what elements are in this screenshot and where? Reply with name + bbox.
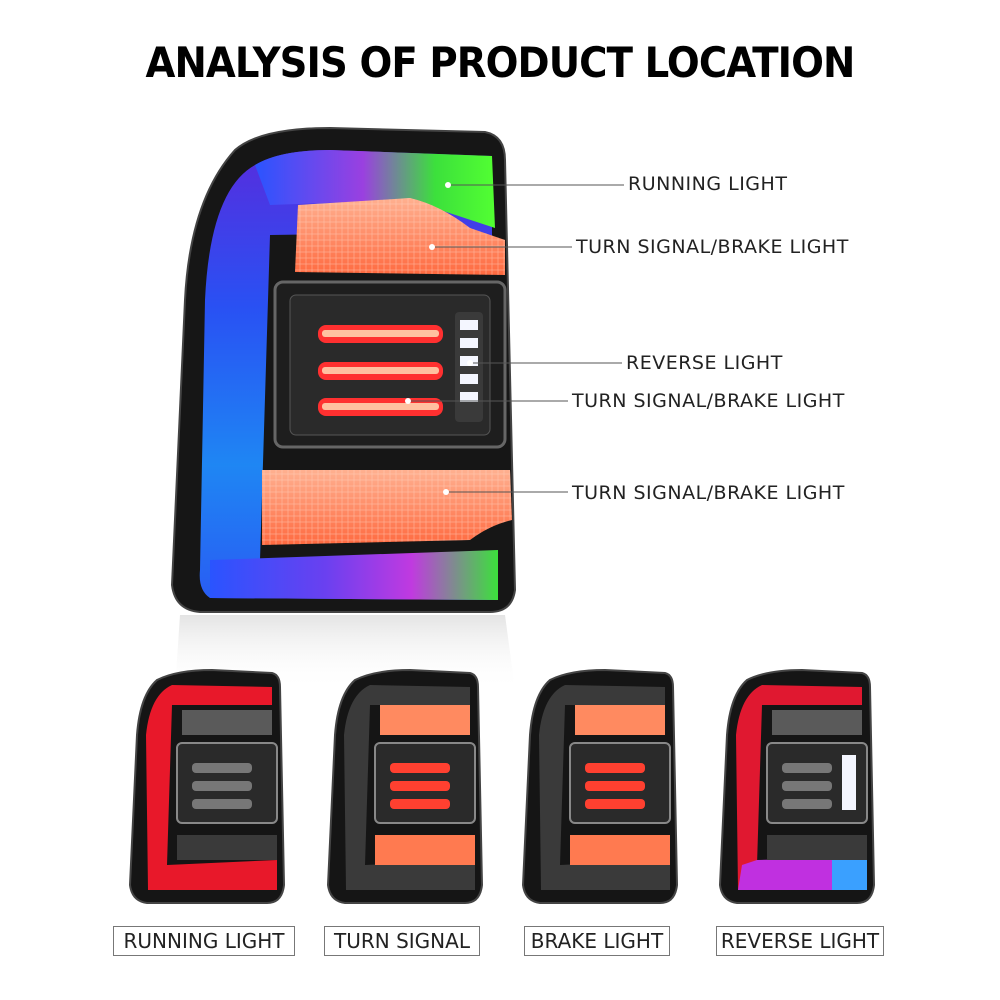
callout-reverse-light: REVERSE LIGHT — [626, 352, 783, 374]
variant-brake-light-image — [521, 668, 679, 904]
page-title: ANALYSIS OF PRODUCT LOCATION — [145, 38, 856, 87]
callout-upper-turn-brake: TURN SIGNAL/BRAKE LIGHT — [576, 236, 849, 258]
variant-running-light-image — [128, 668, 286, 904]
callout-running-light: RUNNING LIGHT — [628, 173, 788, 195]
variant-brake-light-label: BRAKE LIGHT — [524, 926, 670, 956]
callout-lower-turn-brake: TURN SIGNAL/BRAKE LIGHT — [572, 482, 845, 504]
variant-reverse-light-image — [718, 668, 876, 904]
variant-turn-signal-label: TURN SIGNAL — [324, 926, 480, 956]
variant-turn-signal-image — [326, 668, 484, 904]
callout-middle-turn-brake: TURN SIGNAL/BRAKE LIGHT — [572, 390, 845, 412]
variant-reverse-light-label: REVERSE LIGHT — [716, 926, 884, 956]
variant-running-light-label: RUNNING LIGHT — [113, 926, 295, 956]
